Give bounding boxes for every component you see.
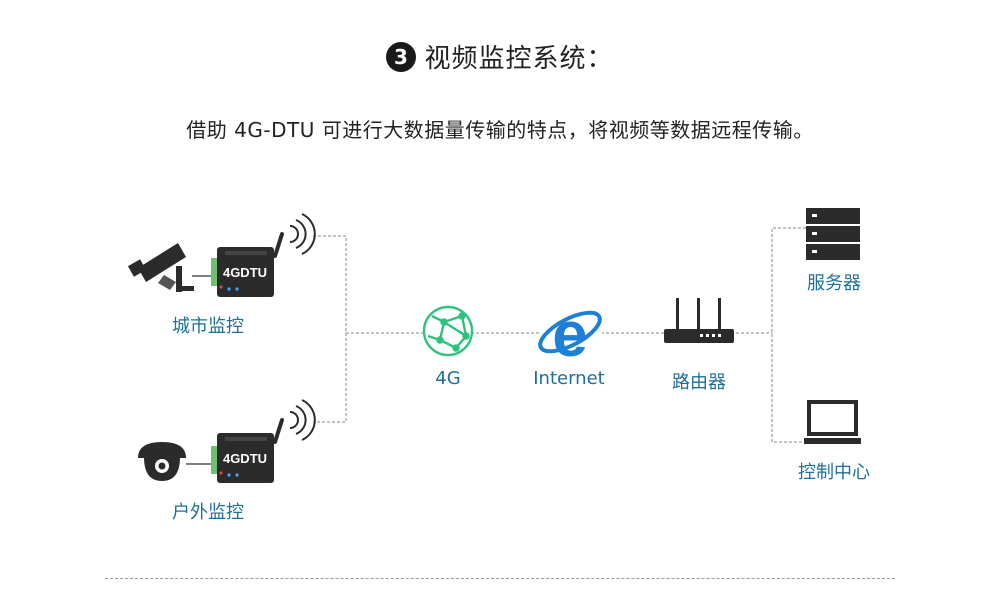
section-subtitle: 借助 4G-DTU 可进行大数据量传输的特点，将视频等数据远程传输。 bbox=[186, 118, 814, 142]
router-label: 路由器 bbox=[672, 372, 726, 393]
svg-text:e: e bbox=[552, 298, 588, 370]
network-globe-icon bbox=[422, 305, 474, 357]
server-icon bbox=[806, 208, 860, 260]
network-4g-label: 4G bbox=[435, 368, 461, 389]
right-bracket-line bbox=[771, 227, 806, 443]
left-bracket-line bbox=[313, 235, 347, 423]
bullet-camera-icon bbox=[127, 243, 194, 292]
internet-label: Internet bbox=[533, 368, 605, 389]
router-icon bbox=[664, 298, 734, 343]
wireless-signal-icon-outdoor bbox=[289, 399, 316, 441]
dtu-device-icon-outdoor bbox=[211, 418, 284, 483]
bottom-divider bbox=[105, 578, 895, 579]
dome-camera-icon bbox=[138, 442, 186, 481]
internet-explorer-icon: e bbox=[538, 298, 602, 370]
dtu-label-city: 4GDTU bbox=[223, 265, 267, 280]
city-monitor-label: 城市监控 bbox=[172, 316, 244, 337]
laptop-icon bbox=[804, 400, 861, 444]
wireless-signal-icon-city bbox=[289, 213, 316, 255]
section-title-text: 视频监控系统： bbox=[424, 44, 614, 74]
control-center-label: 控制中心 bbox=[798, 462, 870, 483]
outdoor-monitor-label: 户外监控 bbox=[172, 502, 244, 523]
server-label: 服务器 bbox=[807, 273, 861, 294]
dtu-label-outdoor: 4GDTU bbox=[223, 451, 267, 466]
dtu-device-icon-city bbox=[211, 232, 284, 297]
step-number-badge: 3 bbox=[386, 42, 417, 72]
